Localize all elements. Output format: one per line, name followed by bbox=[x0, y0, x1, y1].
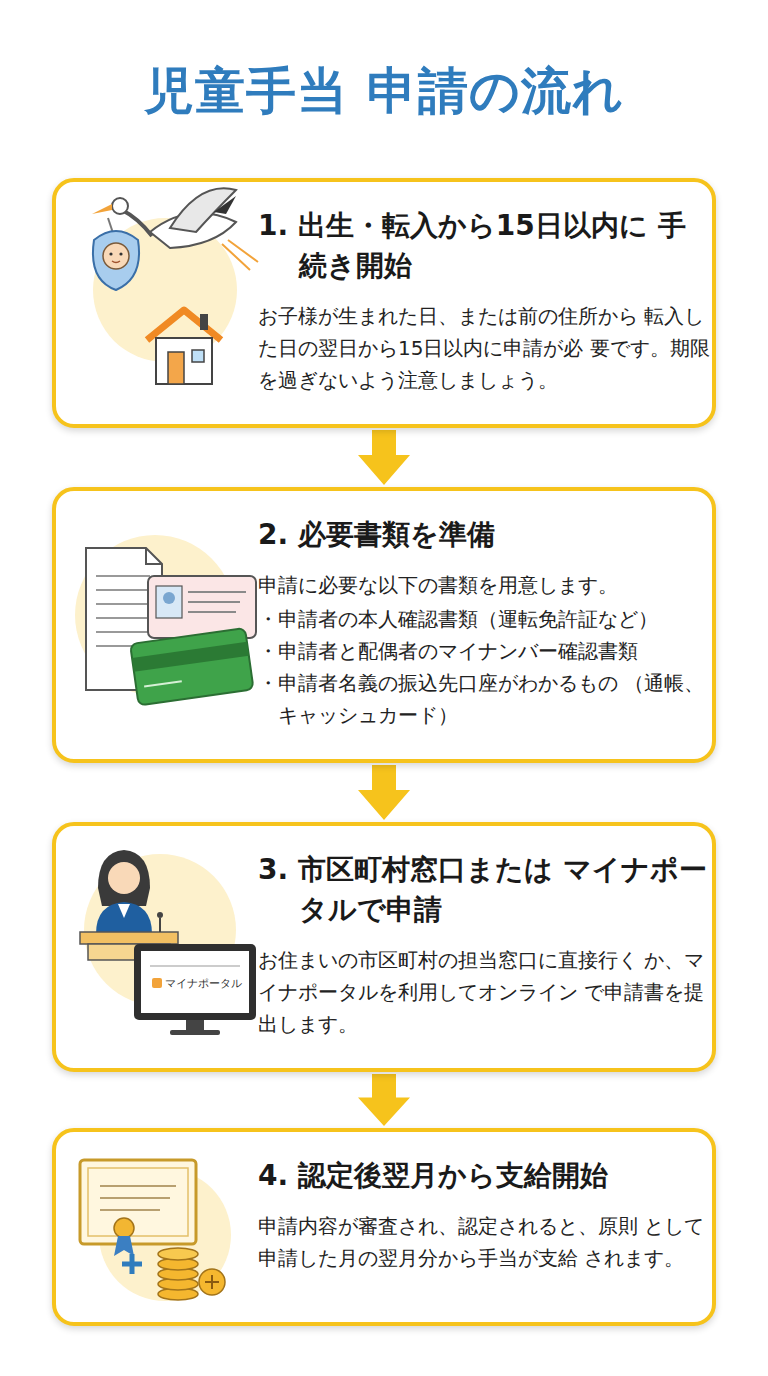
step-content: 2. 必要書類を準備申請に必要な以下の書類を用意します。・申請者の本人確認書類（… bbox=[258, 515, 710, 731]
screen-label: マイナポータル bbox=[165, 976, 242, 991]
flow-arrow bbox=[358, 765, 410, 820]
step-box: 3. 市区町村窓口または マイナポータルで申請お住まいの市区町村の担当窓口に直接… bbox=[52, 822, 716, 1072]
bullet-item: ・申請者と配偶者のマイナンバー確認書類 bbox=[258, 635, 710, 667]
flow-arrow bbox=[358, 430, 410, 485]
page-title: 児童手当 申請の流れ bbox=[10, 58, 758, 125]
step-heading: 1. 出生・転入から15日以内に 手続き開始 bbox=[258, 206, 710, 286]
step-text: 申請に必要な以下の書類を用意します。 bbox=[258, 569, 710, 601]
flow-arrow bbox=[358, 1074, 410, 1126]
step-text: お住まいの市区町村の担当窓口に直接行く か、マイナポータルを利用してオンライン … bbox=[258, 944, 710, 1040]
step-heading: 2. 必要書類を準備 bbox=[258, 515, 710, 555]
step-box: 1. 出生・転入から15日以内に 手続き開始お子様が生まれた日、または前の住所か… bbox=[52, 178, 716, 428]
step-text: お子様が生まれた日、または前の住所から 転入した日の翌日から15日以内に申請が必… bbox=[258, 300, 710, 396]
step-content: 1. 出生・転入から15日以内に 手続き開始お子様が生まれた日、または前の住所か… bbox=[258, 206, 710, 396]
bullet-item: ・申請者名義の振込先口座がわかるもの （通帳、キャッシュカード） bbox=[258, 667, 710, 731]
step-heading: 4. 認定後翌月から支給開始 bbox=[258, 1156, 710, 1196]
stork-illustration bbox=[92, 188, 258, 384]
step-heading: 3. 市区町村窓口または マイナポータルで申請 bbox=[258, 850, 710, 930]
counter-illustration bbox=[80, 850, 256, 1035]
documents-illustration bbox=[75, 535, 256, 706]
step-content: 4. 認定後翌月から支給開始申請内容が審査され、認定されると、原則 として申請し… bbox=[258, 1156, 710, 1274]
payment-illustration bbox=[80, 1160, 231, 1301]
step-box: 2. 必要書類を準備申請に必要な以下の書類を用意します。・申請者の本人確認書類（… bbox=[52, 487, 716, 763]
step-content: 3. 市区町村窓口または マイナポータルで申請お住まいの市区町村の担当窓口に直接… bbox=[258, 850, 710, 1040]
step-box: 4. 認定後翌月から支給開始申請内容が審査され、認定されると、原則 として申請し… bbox=[52, 1128, 716, 1326]
step-text: 申請内容が審査され、認定されると、原則 として申請した月の翌月分から手当が支給 … bbox=[258, 1210, 710, 1274]
bullet-item: ・申請者の本人確認書類（運転免許証など） bbox=[258, 603, 710, 635]
